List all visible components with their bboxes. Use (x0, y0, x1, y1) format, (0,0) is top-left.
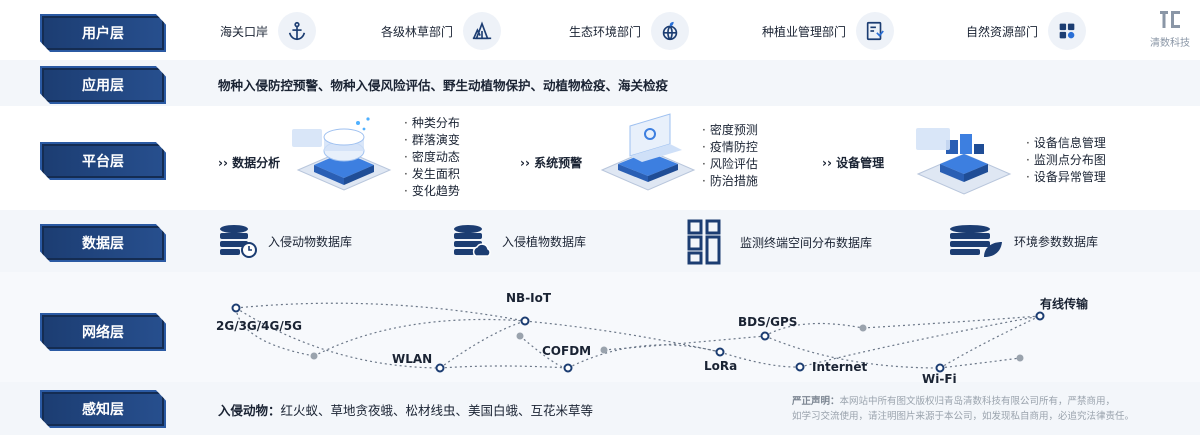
db-item-plant: 入侵植物数据库 (452, 224, 586, 258)
analysis-item: 种类分布 (404, 115, 460, 132)
user-item-label: 自然资源部门 (966, 24, 1039, 39)
module-title: 设备管理 (836, 156, 885, 170)
copyright-notice: 严正声明：本网站中所有图文版权归青岛清数科技有限公司所有，严禁商用， 如学习交流… (792, 394, 1134, 424)
data-band (0, 210, 1200, 272)
db-item-animal: 入侵动物数据库 (218, 224, 352, 258)
resource-grid-icon (1048, 12, 1087, 50)
network-node-point (231, 303, 241, 313)
device-item: 监测点分布图 (1026, 152, 1106, 169)
warning-illustration (596, 112, 700, 198)
perception-band (0, 382, 1200, 435)
network-node-point (795, 362, 805, 372)
db-label: 环境参数数据库 (1014, 234, 1099, 249)
user-item-forestry: 各级林草部门 (381, 12, 502, 50)
db-label: 入侵植物数据库 (502, 234, 587, 249)
agri-management-icon (856, 12, 895, 50)
analysis-item-list: 种类分布 群落演变 密度动态 发生面积 变化趋势 (404, 115, 460, 200)
network-node-nbiot: NB-IoT (506, 291, 552, 305)
platform-module-warning: ›› 系统预警 (520, 156, 583, 170)
network-relay-point (516, 332, 524, 340)
app-layer-text: 物种入侵防控预警、物种入侵风险评估、野生动植物保护、动植物检疫、海关检疫 (218, 78, 669, 93)
network-node-point (435, 363, 445, 373)
network-relay-point (859, 324, 867, 332)
network-node-lora: LoRa (704, 359, 738, 373)
perception-species: 红火蚁、草地贪夜蛾、松材线虫、美国白蛾、互花米草等 (280, 403, 594, 418)
analysis-item: 密度动态 (404, 149, 460, 166)
network-node-point (760, 331, 770, 341)
warning-item: 密度预测 (702, 122, 758, 139)
network-node-point (1035, 311, 1045, 321)
network-node-wlan: WLAN (392, 352, 433, 366)
database-cloud-icon (454, 225, 491, 257)
user-item-label: 种植业管理部门 (762, 24, 847, 39)
layer-label-network: 网络层 (40, 313, 166, 351)
network-relay-point (310, 352, 318, 360)
ecology-globe-icon (651, 12, 690, 50)
perception-text: 入侵动物：红火蚁、草地贪夜蛾、松材线虫、美国白蛾、互花米草等 (218, 400, 593, 419)
analysis-item: 变化趋势 (404, 183, 460, 200)
network-node-point (520, 316, 530, 326)
layer-label-app: 应用层 (40, 66, 166, 104)
perception-label: 入侵动物： (218, 403, 281, 418)
brand-name: 清数科技 (1150, 38, 1190, 49)
analysis-illustration (288, 115, 400, 201)
warning-item-list: 密度预测 疫情防控 风险评估 防治措施 (702, 122, 758, 190)
platform-module-device: ›› 设备管理 (822, 156, 885, 170)
module-title: 数据分析 (232, 156, 281, 170)
device-item-list: 设备信息管理 监测点分布图 设备异常管理 (1026, 135, 1106, 186)
db-item-terminal: 监测终端空间分布数据库 (686, 218, 872, 266)
app-band (0, 60, 1200, 106)
terminal-grid-icon (687, 219, 721, 265)
network-relay-point (1016, 354, 1024, 362)
analysis-item: 发生面积 (404, 166, 460, 183)
network-node-point (715, 347, 725, 357)
network-node-point (935, 363, 945, 373)
db-item-environment: 环境参数数据库 (948, 224, 1098, 258)
module-title: 系统预警 (534, 156, 583, 170)
user-item-label: 海关口岸 (220, 24, 269, 39)
notice-title: 严正声明： (792, 396, 840, 407)
user-item-ecology: 生态环境部门 (569, 12, 690, 50)
user-item-resources: 自然资源部门 (966, 12, 1087, 50)
notice-line1: 本网站中所有图文版权归青岛清数科技有限公司所有，严禁商用， (839, 396, 1116, 407)
database-clock-icon (220, 225, 257, 258)
db-label: 监测终端空间分布数据库 (740, 235, 873, 250)
platform-module-analysis: ›› 数据分析 (218, 156, 281, 170)
user-item-label: 生态环境部门 (569, 24, 642, 39)
analysis-item: 群落演变 (404, 132, 460, 149)
network-node-cofdm: COFDM (542, 344, 592, 358)
network-node-bdsgps: BDS/GPS (738, 315, 798, 329)
notice-line2: 如学习交流使用，请注明图片来源于本公司，如发现私自商用，必追究法律责任。 (792, 411, 1135, 422)
warning-item: 疫情防控 (702, 139, 758, 156)
network-node-wired: 有线传输 (1040, 297, 1089, 311)
network-band (0, 272, 1200, 382)
user-item-customs: 海关口岸 (220, 12, 317, 50)
layer-label-perception: 感知层 (40, 390, 166, 428)
user-item-label: 各级林草部门 (381, 24, 454, 39)
device-illustration (910, 118, 1018, 202)
network-node-cellular: 2G/3G/4G/5G (216, 319, 302, 333)
user-item-agri: 种植业管理部门 (762, 12, 895, 50)
network-node-point (563, 363, 573, 373)
forest-icon (463, 12, 502, 50)
database-leaf-icon (950, 225, 1002, 257)
layer-label-platform: 平台层 (40, 142, 166, 180)
brand-mark-icon (1160, 11, 1180, 28)
network-node-internet: Internet (812, 360, 868, 374)
network-topology (231, 302, 1045, 373)
brand-logo: 清数科技 (1148, 10, 1192, 49)
warning-item: 防治措施 (702, 173, 758, 190)
layer-label-user: 用户层 (40, 14, 166, 52)
device-item: 设备异常管理 (1026, 169, 1106, 186)
device-item: 设备信息管理 (1026, 135, 1106, 152)
layer-label-data: 数据层 (40, 224, 166, 262)
anchor-icon (278, 12, 317, 50)
warning-item: 风险评估 (702, 156, 758, 173)
db-label: 入侵动物数据库 (268, 234, 353, 249)
network-relay-point (600, 346, 608, 354)
network-node-wifi: Wi-Fi (922, 372, 957, 386)
